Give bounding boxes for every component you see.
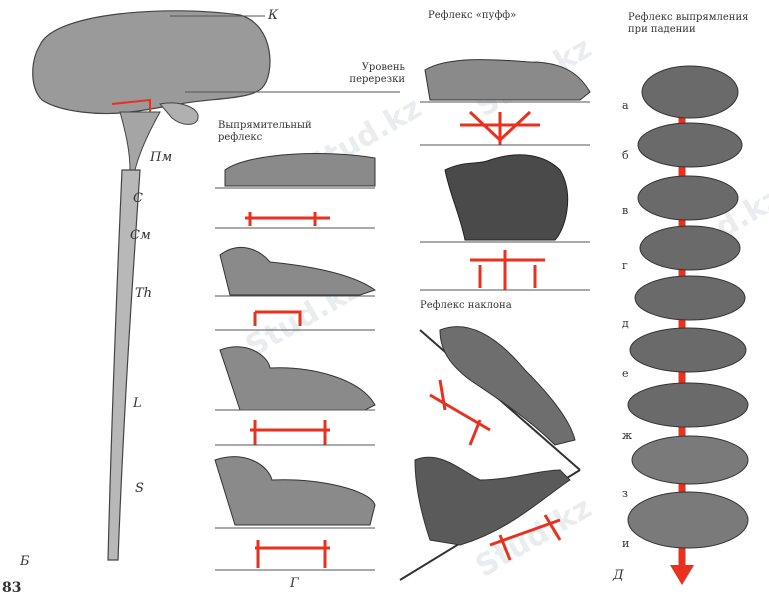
reflex-arc [250,420,330,445]
cut-line-red [111,98,151,112]
title-level: Уровень перерезки [349,62,405,85]
tilt-reflex-sequence [399,326,581,581]
label-cm: См [130,228,151,243]
stage-letter: б [622,149,629,162]
animal-standing [214,456,376,526]
animal-lying-2 [424,59,591,101]
reflex-arc [460,110,540,145]
cerebrum [32,10,271,115]
label-c: С [133,191,143,206]
animal-front-up [219,346,376,411]
reflex-arc [429,379,491,446]
cat-arched [444,154,569,241]
animal-lying [224,153,376,187]
stage-letter: в [622,204,629,217]
stage-letter: и [622,537,630,550]
title-tilt: Рефлекс наклона [420,300,512,311]
label-pm: Пм [150,150,173,165]
stage-letter: д [622,317,629,330]
label-th: Th [135,286,153,301]
label-k: К [268,8,279,23]
label-l: L [133,396,142,411]
animal-tilt-up [414,456,571,546]
reflex-arc [470,250,545,290]
title-puff: Рефлекс «пуфф» [428,10,517,21]
animal-tilt-down [439,326,576,446]
puff-reflex-sequence [420,59,591,291]
righting-reflex-sequence [214,153,377,571]
reflex-arc [255,540,330,568]
stage-letter: е [622,367,629,380]
stage-letter: г [622,259,628,272]
fall-reflex-sequence [627,65,749,585]
label-s: S [135,481,144,496]
panel-letter-middle: Г [290,576,299,591]
cerebellum [159,102,199,125]
panel-letter-left: Б [20,554,30,569]
panel-letter-bottom: Д [613,568,624,583]
title-fall: Рефлекс выпрямления при падении [628,12,749,35]
stage-letter: ж [622,429,633,442]
title-righting: Выпрямительный рефлекс [218,120,312,143]
reflex-arc [253,310,302,326]
reflex-arc [489,514,562,561]
spinal-cord [107,169,141,561]
figure-number: 83 [2,580,22,596]
fall-arrow-head [670,565,694,585]
brain-diagram [32,10,400,561]
animal-head-up [219,246,377,296]
reflex-arc [245,212,330,226]
stage-letter: а [622,99,629,112]
stage-letter: з [622,487,628,500]
